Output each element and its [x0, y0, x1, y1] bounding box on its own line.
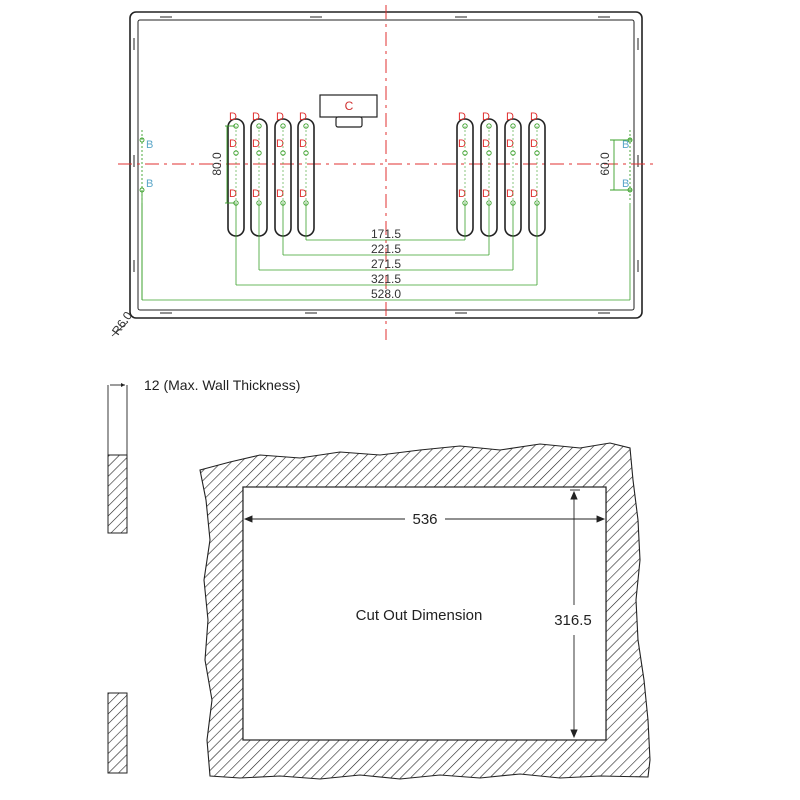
wall-piece-upper — [107, 454, 128, 534]
wall-section: 12 (Max. Wall Thickness) — [107, 377, 300, 774]
slot-label: D — [482, 138, 490, 150]
slot-label: D — [458, 111, 466, 123]
dim-label: 171.5 — [371, 227, 401, 241]
dim-60-label: 60.0 — [598, 152, 612, 176]
dim-1: 171.5 — [305, 203, 466, 241]
slot-label: D — [276, 138, 284, 150]
slot-1: D D D — [227, 111, 245, 237]
connector-label: C — [345, 99, 354, 113]
slot-hole — [303, 123, 309, 129]
slot-label: D — [530, 111, 538, 123]
radius-label: R6.0 — [109, 309, 135, 338]
side-hole-label-tr: B — [622, 139, 629, 151]
dim-4: 321.5 — [235, 203, 538, 286]
wall-thickness-label: 12 (Max. Wall Thickness) — [144, 377, 300, 393]
slot-hole — [510, 123, 516, 129]
dim-label: 321.5 — [371, 272, 401, 286]
dim-label: 528.0 — [371, 287, 401, 301]
dim-label: 221.5 — [371, 242, 401, 256]
radius-leader — [111, 321, 129, 337]
connector-latch — [335, 116, 363, 128]
slot-hole — [462, 123, 468, 129]
dim-label: 271.5 — [371, 257, 401, 271]
mounting-slots: D D D D D D D D D D D D D D D D D D D D D D D D — [227, 111, 546, 237]
cutout-width-label: 536 — [412, 511, 437, 528]
slot-label: D — [506, 188, 514, 200]
side-hole-label-br: B — [622, 178, 629, 190]
slot-label: D — [530, 188, 538, 200]
dim-80-label: 80.0 — [210, 152, 224, 176]
slot-label: D — [506, 138, 514, 150]
slot-hole — [486, 123, 492, 129]
slot-label: D — [458, 138, 466, 150]
frame-tabs — [133, 16, 639, 314]
slot-hole — [256, 123, 262, 129]
slot-label: D — [229, 138, 237, 150]
slot-label: D — [299, 188, 307, 200]
dim-2: 221.5 — [282, 203, 490, 256]
slot-label: D — [299, 138, 307, 150]
dim-80-lines — [225, 125, 235, 204]
slot-label: D — [252, 138, 260, 150]
slot-label: D — [229, 111, 237, 123]
dim-5: 528.0 — [141, 203, 631, 301]
cutout-opening — [242, 486, 607, 741]
wall-piece-lower — [107, 692, 128, 774]
slot-label: D — [299, 111, 307, 123]
slot-label: D — [252, 111, 260, 123]
slot-label: D — [482, 111, 490, 123]
cutout-caption: Cut Out Dimension — [356, 607, 483, 624]
slot-label: D — [229, 188, 237, 200]
dim-3: 271.5 — [258, 203, 514, 271]
cutout-height-dim — [570, 489, 580, 739]
slot-label: D — [252, 188, 260, 200]
side-hole-label-tl: B — [146, 139, 153, 151]
slot-label: D — [530, 138, 538, 150]
slot-hole — [280, 123, 286, 129]
slot-label: D — [458, 188, 466, 200]
side-hole-label-bl: B — [146, 178, 153, 190]
slot-label: D — [506, 111, 514, 123]
cutout-height-label: 316.5 — [554, 612, 592, 629]
cutout-view: 536 316.5 Cut Out Dimension — [199, 442, 651, 780]
cutout-width-dim — [243, 515, 606, 523]
slot-label: D — [276, 188, 284, 200]
slot-label: D — [482, 188, 490, 200]
slot-hole — [534, 123, 540, 129]
slot-label: D — [276, 111, 284, 123]
